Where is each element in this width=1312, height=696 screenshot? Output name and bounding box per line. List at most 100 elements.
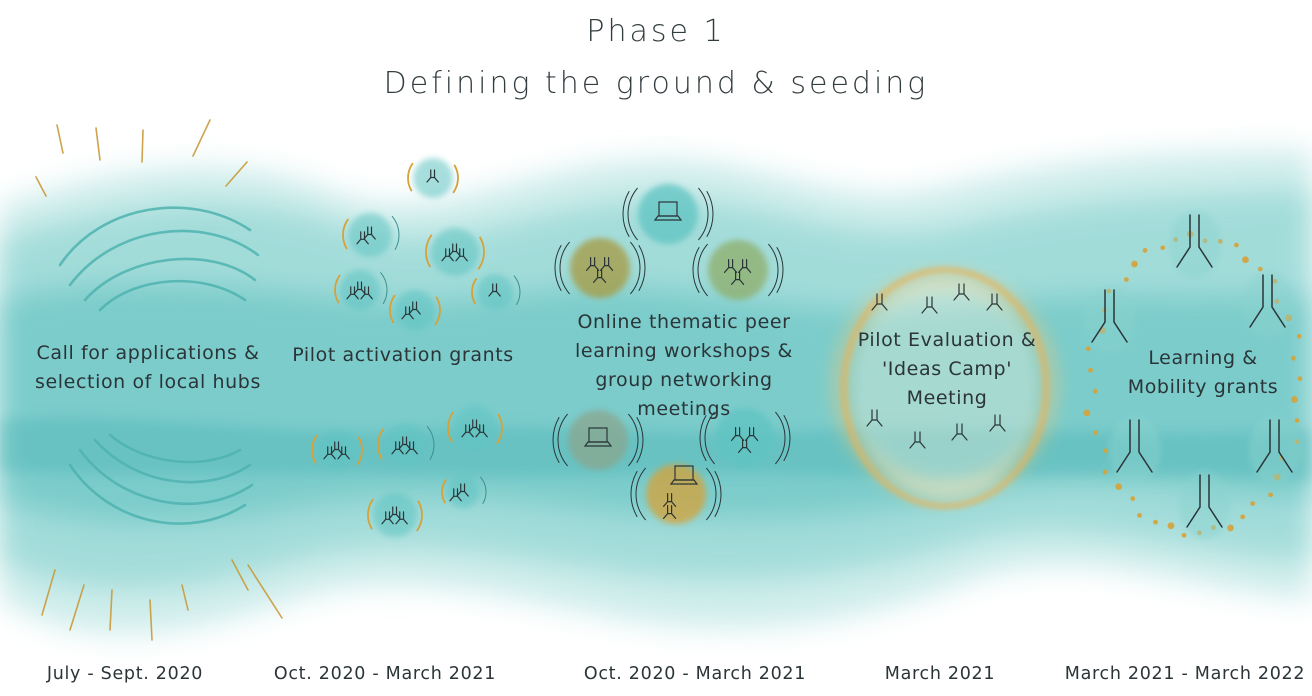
person-figure (738, 439, 752, 453)
ring-dot (1257, 266, 1263, 272)
person-figure (1186, 474, 1223, 528)
ring-dot (1250, 501, 1256, 506)
ring-dot (1092, 388, 1098, 394)
ring-dot (1242, 256, 1249, 264)
ring-dot (1131, 260, 1138, 268)
person-figure (356, 231, 369, 245)
ring-dot (1296, 333, 1302, 339)
person-figure (953, 283, 970, 301)
person-figure (745, 427, 759, 441)
person-figure (921, 296, 938, 314)
label-line: Learning & (1148, 347, 1258, 369)
ring-dot (1294, 418, 1300, 423)
stage-label-evaluation: Pilot Evaluation & 'Ideas Camp' Meeting (845, 326, 1049, 413)
person-figure (738, 259, 752, 273)
person-figure (449, 488, 462, 502)
label-line: group networking meetings (595, 369, 773, 420)
workshop-circle (715, 408, 775, 468)
person-figure (586, 257, 600, 271)
ring-dot (1181, 532, 1187, 538)
stage-date: March 2021 - March 2022 (1064, 664, 1306, 684)
ring-dot (1233, 242, 1239, 248)
ring-dot (1083, 409, 1091, 417)
person-figure (986, 293, 1003, 311)
label-line: learning workshops & (575, 340, 793, 362)
label-line: selection of local hubs (35, 371, 261, 393)
stage-label-mobility-grants: Learning & Mobility grants (1126, 344, 1280, 402)
label-line: Mobility grants (1127, 376, 1279, 398)
person-figure (381, 511, 394, 525)
person-figure (1256, 419, 1293, 473)
ring-dot (1093, 430, 1099, 436)
stage-date: July - Sept. 2020 (46, 664, 204, 684)
ring-dot (1142, 248, 1148, 253)
ring-dot (1291, 396, 1298, 403)
laptop-icon (583, 427, 613, 447)
person-figure (871, 293, 888, 311)
person-figure (337, 446, 350, 460)
person-figure (731, 427, 745, 441)
ring-dot (1088, 367, 1093, 373)
ring-dot (1160, 245, 1166, 251)
person-figure (448, 243, 461, 257)
person-figure (475, 424, 488, 438)
person-figure (593, 269, 607, 283)
ring-dot (1268, 492, 1273, 498)
ring-dot (1123, 277, 1129, 282)
ring-dot (1085, 346, 1091, 352)
radiating-sun-icon (35, 119, 283, 641)
person-figure (346, 286, 359, 300)
person-figure (663, 493, 677, 507)
label-line: Call for applications & (36, 342, 260, 364)
ring-dot (1103, 448, 1109, 454)
person-figure (488, 283, 501, 297)
ring-dot (1167, 522, 1175, 530)
person-figure (408, 301, 421, 315)
ring-dot (1137, 513, 1142, 518)
person-figure (951, 423, 968, 441)
workshop-circle (708, 240, 768, 300)
person-figure (1116, 419, 1153, 473)
stage-date: March 2021 (884, 664, 996, 684)
camp-ring-icon (833, 267, 1057, 509)
person-figure (360, 286, 373, 300)
ring-dot (1115, 483, 1123, 491)
person-figure (353, 281, 366, 295)
person-figure (663, 505, 677, 519)
person-figure (724, 259, 738, 273)
person-figure (388, 506, 401, 520)
ring-dot (1102, 469, 1108, 475)
label-line: Pilot activation grants (292, 344, 514, 366)
person-figure (323, 446, 336, 460)
workshop-circle (568, 410, 628, 470)
ring-dot (1153, 519, 1158, 525)
stage-label-applications: Call for applications & selection of loc… (20, 339, 276, 397)
label-line: Pilot Evaluation & (857, 329, 1037, 351)
person-figure (426, 169, 439, 183)
person-figure (330, 441, 343, 455)
ring-dot (1240, 514, 1246, 520)
person-figure (391, 441, 404, 455)
workshop-circle (638, 184, 698, 244)
person-figure (1249, 274, 1286, 328)
workshop-circle (570, 238, 630, 298)
person-figure (405, 441, 418, 455)
label-line: Online thematic peer (577, 311, 791, 333)
stage-date: Oct. 2020 - March 2021 (583, 664, 807, 684)
ring-dot (1130, 496, 1136, 501)
person-figure (731, 271, 745, 285)
dotted-ring-icon (1083, 211, 1303, 539)
person-figure (909, 431, 926, 449)
ring-dot (1297, 376, 1303, 382)
diagram-subtitle: Defining the ground & seeding (383, 66, 929, 101)
label-line: 'Ideas Camp' Meeting (881, 358, 1013, 409)
ring-dot (1227, 524, 1234, 532)
person-figure (468, 419, 481, 433)
person-figure (398, 436, 411, 450)
person-figure (866, 409, 883, 427)
person-figure (600, 257, 614, 271)
stage-label-activation-grants: Pilot activation grants (284, 341, 522, 370)
laptop-icon (653, 201, 683, 221)
